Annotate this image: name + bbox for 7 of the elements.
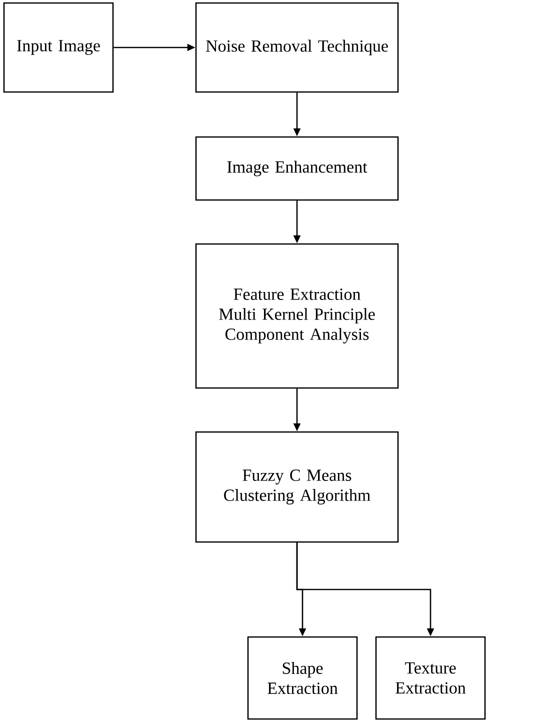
process-box: Shape Extraction bbox=[247, 636, 358, 720]
process-box: Fuzzy C Means Clustering Algorithm bbox=[195, 431, 399, 543]
process-box: Noise Removal Technique bbox=[195, 2, 399, 93]
process-box: Input Image bbox=[3, 2, 114, 93]
process-box: Image Enhancement bbox=[195, 136, 399, 201]
process-box: Texture Extraction bbox=[375, 636, 486, 720]
process-box: Feature Extraction Multi Kernel Principle Component Analysis bbox=[195, 243, 399, 389]
